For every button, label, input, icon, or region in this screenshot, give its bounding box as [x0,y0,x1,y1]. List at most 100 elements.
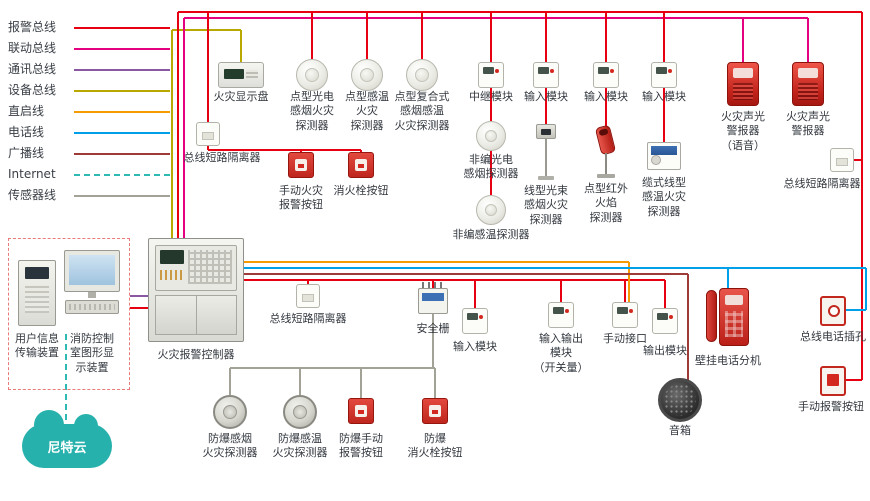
label-isolator-topleft: 总线短路隔离器 [183,151,261,164]
output-module-device [652,308,678,334]
label-smoke-detector: 点型光电 感烟火灾 探测器 [290,90,334,132]
beam-pole [545,139,547,176]
control-room-group-box [8,238,130,390]
speaker-device [658,378,702,422]
controller-screen [160,250,184,264]
fire-display-panel-device [218,62,264,88]
legend-item-label: 直启线 [8,104,45,118]
fire-alarm-controller-device [148,238,244,342]
combined-detector-device [406,59,438,91]
monitor [64,250,120,292]
cloud-label: 尼特云 [47,440,87,456]
bus-isolator-mid-device [296,284,320,308]
legend-line-swatch [74,132,170,134]
legend-line-swatch [74,90,170,92]
label-phone-jack: 总线电话插孔 [800,330,866,343]
bus-isolator-topright-device [830,148,854,172]
monitor-stand [88,292,96,298]
label-hydrant-button: 消火栓按钮 [333,184,389,197]
phone-body [719,288,749,346]
manual-interface-device [612,302,638,328]
sounder-strobe-voice-device [727,62,759,106]
label-speaker: 音箱 [669,424,691,437]
label-fire-display: 火灾显示盘 [213,90,269,103]
legend-item-label: 报警总线 [8,20,57,34]
flame-detector-device [592,124,620,178]
alarm-bus-wiring [130,11,863,381]
phone-handset [706,290,717,342]
ex-smoke-detector-device [213,395,247,429]
label-ex-hydrant: 防爆 消火栓按钮 [407,432,463,460]
legend-item-label: 设备总线 [8,83,57,97]
label-noncoded-smoke: 非编光电 感烟探测器 [463,153,519,181]
input-module-2-device [593,62,619,88]
legend-line-swatch [74,111,170,113]
input-module-mid-device [462,308,488,334]
ex-manual-call-point-device [348,398,374,424]
label-wall-phone: 壁挂电话分机 [695,354,761,367]
controller-panel [155,245,237,291]
safety-barrier-device [418,282,448,314]
input-module-3-device [651,62,677,88]
ex-hydrant-button-device [422,398,448,424]
cloud-shape: 尼特云 [22,410,112,468]
label-output-module: 输出模块 [643,344,687,357]
label-safety-barrier: 安全栅 [416,322,450,335]
label-combined-detector: 点型复合式 感烟感温 火灾探测器 [394,90,450,132]
label-ex-manual: 防爆手动 报警按钮 [339,432,383,460]
controller-leds [160,270,184,280]
label-sounder: 火灾声光 警报器 [786,110,830,138]
label-sounder-voice: 火灾声光 警报器 （语音） [721,110,765,152]
linkage-bus-wiring [183,17,809,238]
bus-isolator-topleft-device [196,122,220,146]
legend-line-swatch [74,69,170,71]
label-manual-interface: 手动接口 [603,332,647,345]
controller-keys [188,250,232,284]
phone-jack-device [820,296,846,326]
legend-line-swatch [74,48,170,50]
label-input-module-2: 输入模块 [584,90,628,103]
manual-alarm-button-device [820,366,846,396]
relay-module-device [478,62,504,88]
smoke-detector-device [296,59,328,91]
phone-line-wiring [244,267,867,311]
label-input-module-1: 输入模块 [524,90,568,103]
legend-item-label: 广播线 [8,146,45,160]
io-module-device [548,302,574,328]
label-flame-detector: 点型红外 火焰 探测器 [584,182,628,224]
label-input-module-3: 输入模块 [642,90,686,103]
legend-line-swatch [74,195,170,197]
legend-item-label: 联动总线 [8,41,57,55]
beam-head [536,124,556,139]
legend-line-swatch [74,27,170,29]
label-isolator-topright: 总线短路隔离器 [783,177,861,190]
label-cable-detector: 缆式线型 感温火灾 探测器 [642,176,686,218]
user-info-transmitter-device [18,260,56,326]
manual-call-point-device [288,152,314,178]
sensor-line-wiring [229,314,436,398]
noncoded-heat-detector-device [476,195,506,225]
input-module-1-device [533,62,559,88]
beam-base [538,176,554,180]
label-controller: 火灾报警控制器 [157,348,235,361]
label-input-module-mid: 输入模块 [453,340,497,353]
label-manual-alarm: 手动报警按钮 [798,400,864,413]
heat-detector-device [351,59,383,91]
legend-line-swatch [74,174,170,176]
wall-phone-device [706,288,750,348]
noncoded-smoke-detector-device [476,121,506,151]
cable-heat-detector-device [647,142,681,170]
label-workstation: 消防控制 室图形显 示装置 [70,332,114,374]
broadcast-line-wiring [244,273,689,380]
label-ex-smoke: 防爆感烟 火灾探测器 [202,432,258,460]
keyboard [65,300,119,314]
sounder-strobe-device [792,62,824,106]
label-manual-call: 手动火灾 报警按钮 [279,184,323,212]
label-beam-detector: 线型光束 感烟火灾 探测器 [524,184,568,226]
legend-line-swatch [74,153,170,155]
label-ex-heat: 防爆感温 火灾探测器 [272,432,328,460]
flame-base [597,174,615,178]
label-heat-detector: 点型感温 火灾 探测器 [345,90,389,132]
